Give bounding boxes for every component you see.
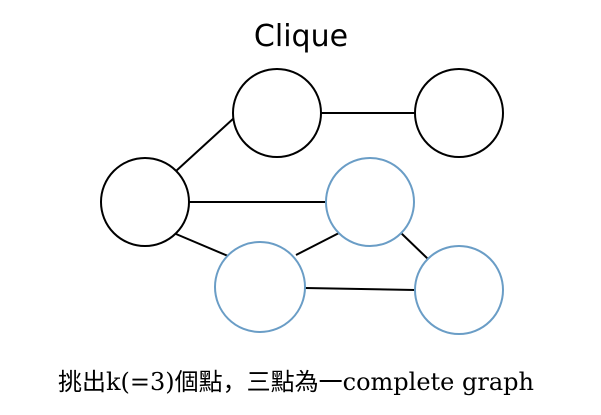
- clique-node-d: [325, 157, 415, 247]
- clique-node-f: [414, 245, 504, 335]
- edge-d-f: [400, 232, 429, 260]
- clique-node-e: [214, 241, 306, 333]
- diagram-caption: 挑出k(=3)個點，三點為一complete graph: [58, 368, 534, 396]
- graph-node-a: [232, 68, 322, 158]
- edges-layer: [175, 112, 429, 291]
- nodes-layer: [100, 68, 504, 335]
- graph-node-b: [414, 68, 504, 158]
- edge-a-b: [175, 117, 235, 172]
- edge-e-f: [304, 287, 416, 291]
- edge-d-e: [295, 232, 340, 256]
- diagram-title: Clique: [254, 19, 348, 54]
- edge-c-e: [175, 233, 229, 257]
- graph-node-c: [100, 157, 190, 247]
